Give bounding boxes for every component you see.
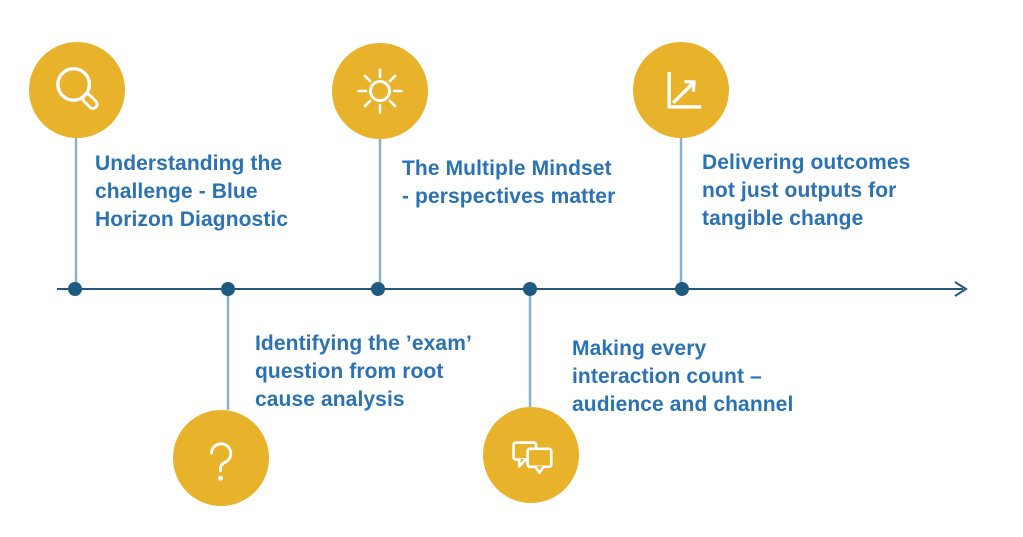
sun-icon [357,68,403,114]
timeline-dot [221,282,235,296]
question-mark-icon [209,442,233,481]
milestone-label-2: Identifying the ’exam’question from root… [255,332,472,411]
timeline-dot [523,282,537,296]
timeline-dot [68,282,82,296]
milestone-circle-3 [332,43,428,139]
growth-chart-icon [667,72,702,109]
axis-arrowhead-icon [954,281,968,297]
milestone-circle-5 [633,42,729,138]
milestone-circle-2 [173,410,269,506]
timeline-dot [371,282,385,296]
timeline-dot [675,282,689,296]
chat-bubbles-icon [512,441,553,475]
milestone-circle-1 [29,42,125,138]
milestone-circle-4 [483,407,579,503]
magnifier-icon [56,66,99,110]
milestone-label-3: The Multiple Mindset- perspectives matte… [402,157,616,208]
